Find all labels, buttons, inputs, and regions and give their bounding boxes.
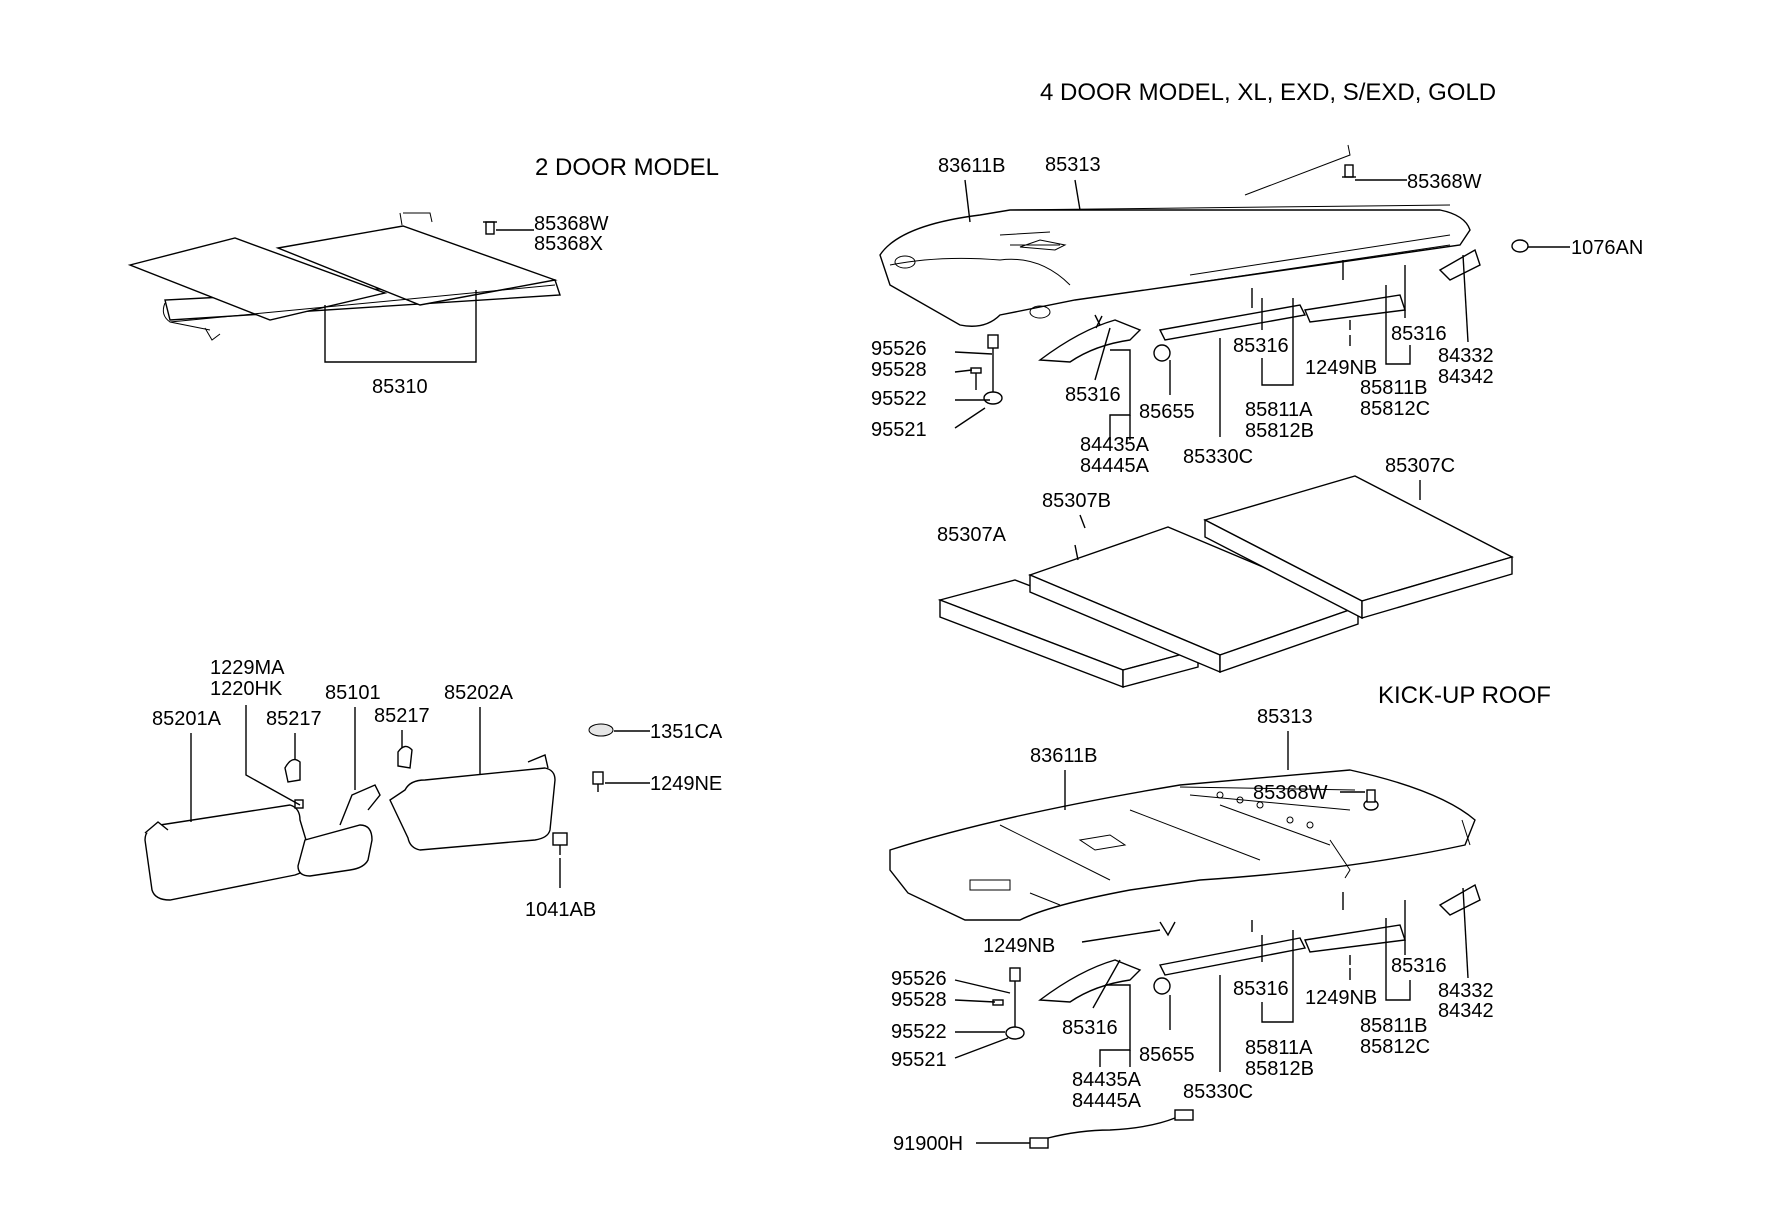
sun-visor-left <box>144 804 313 901</box>
part-label: 85811A <box>1245 1037 1313 1059</box>
part-label: 85812B <box>1245 1058 1314 1080</box>
part-label: 85368W <box>534 213 609 235</box>
insulation-pad <box>1203 475 1514 620</box>
assist-rail <box>1038 883 1481 1003</box>
part-label: 85811A <box>1245 399 1313 421</box>
part-label: 85316 <box>1062 1017 1118 1039</box>
four-door-headliner <box>879 144 1471 327</box>
part-label: 85201A <box>152 708 222 730</box>
part-label: 95528 <box>891 989 947 1011</box>
part-label: 85316 <box>1065 384 1121 406</box>
dome-lamp-icon <box>1153 344 1171 362</box>
two-door-heading: 2 DOOR MODEL <box>535 154 719 181</box>
part-label: 1220HK <box>210 678 283 700</box>
part-label: 85368W <box>1253 782 1328 804</box>
insulation-pad <box>1028 526 1360 674</box>
wiring-harness <box>1029 1109 1194 1149</box>
hook-icon <box>552 723 614 855</box>
rearview-mirror <box>297 784 381 877</box>
part-label: 1351CA <box>650 721 723 743</box>
sun-visor-right <box>389 754 556 851</box>
part-label: 85101 <box>325 682 381 704</box>
part-label: 85812C <box>1360 398 1430 420</box>
bolt-icon <box>1251 892 1351 965</box>
part-label: 91900H <box>893 1133 963 1155</box>
part-label: 85202A <box>444 682 514 704</box>
part-label: 1249NE <box>650 773 722 795</box>
bolt-icon <box>1159 921 1176 937</box>
part-label: 1249NB <box>983 935 1055 957</box>
part-label: 85811B <box>1360 1015 1427 1037</box>
bolt-icon <box>1342 164 1356 178</box>
part-label: 85316 <box>1233 335 1289 357</box>
part-label: 83611B <box>938 155 1005 177</box>
kick-up-headliner <box>889 769 1476 921</box>
part-label: 85217 <box>374 705 430 727</box>
part-label: 85313 <box>1257 706 1313 728</box>
part-label: 85812C <box>1360 1036 1430 1058</box>
dome-lamp-icon <box>1153 977 1171 995</box>
part-label: 95522 <box>891 1021 947 1043</box>
part-label: 84445A <box>1072 1090 1142 1112</box>
part-label: 85313 <box>1045 154 1101 176</box>
bolt-icon <box>1363 789 1379 811</box>
seat-belt-anchor <box>992 967 1025 1040</box>
part-label: 84435A <box>1080 434 1150 456</box>
part-label: 85811B <box>1360 377 1427 399</box>
seat-belt-anchor <box>970 334 1003 405</box>
part-label: 95526 <box>891 968 947 990</box>
part-label: 83611B <box>1030 745 1097 767</box>
part-label: 85307C <box>1385 455 1455 477</box>
part-label: 85307B <box>1042 490 1111 512</box>
four-door-heading: 4 DOOR MODEL, XL, EXD, S/EXD, GOLD <box>1040 79 1496 106</box>
part-label: 84435A <box>1072 1069 1142 1091</box>
part-label: 85307A <box>937 524 1007 546</box>
part-label: 1229MA <box>210 657 285 679</box>
part-label: 95521 <box>871 419 927 441</box>
part-label: 84332 <box>1438 980 1494 1002</box>
part-label: 85316 <box>1233 978 1289 1000</box>
two-door-headliner <box>127 212 561 341</box>
kick-up-heading: KICK-UP ROOF <box>1378 682 1551 709</box>
part-label: 85316 <box>1391 955 1447 977</box>
part-label: 84445A <box>1080 455 1150 477</box>
part-label: 85217 <box>266 708 322 730</box>
part-label: 95522 <box>871 388 927 410</box>
part-label: 85655 <box>1139 401 1195 423</box>
part-label: 85812B <box>1245 420 1314 442</box>
part-label: 85330C <box>1183 1081 1253 1103</box>
part-label: 84342 <box>1438 1000 1494 1022</box>
clip-icon <box>483 221 497 235</box>
part-label: 95521 <box>891 1049 947 1071</box>
part-label: 1041AB <box>525 899 596 921</box>
part-label: 1076AN <box>1571 237 1643 259</box>
part-label: 85330C <box>1183 446 1253 468</box>
part-label: 85316 <box>1391 323 1447 345</box>
part-label: 84342 <box>1438 366 1494 388</box>
part-label: 85310 <box>372 376 428 398</box>
part-label: 85368X <box>534 233 603 255</box>
part-label: 85368W <box>1407 171 1482 193</box>
bolt-icon <box>1094 260 1351 330</box>
part-label: 1249NB <box>1305 357 1377 379</box>
part-label: 95528 <box>871 359 927 381</box>
part-label: 1249NB <box>1305 987 1377 1009</box>
part-label: 85655 <box>1139 1044 1195 1066</box>
part-label: 84332 <box>1438 345 1494 367</box>
clip-icon <box>1511 239 1529 253</box>
part-label: 95526 <box>871 338 927 360</box>
